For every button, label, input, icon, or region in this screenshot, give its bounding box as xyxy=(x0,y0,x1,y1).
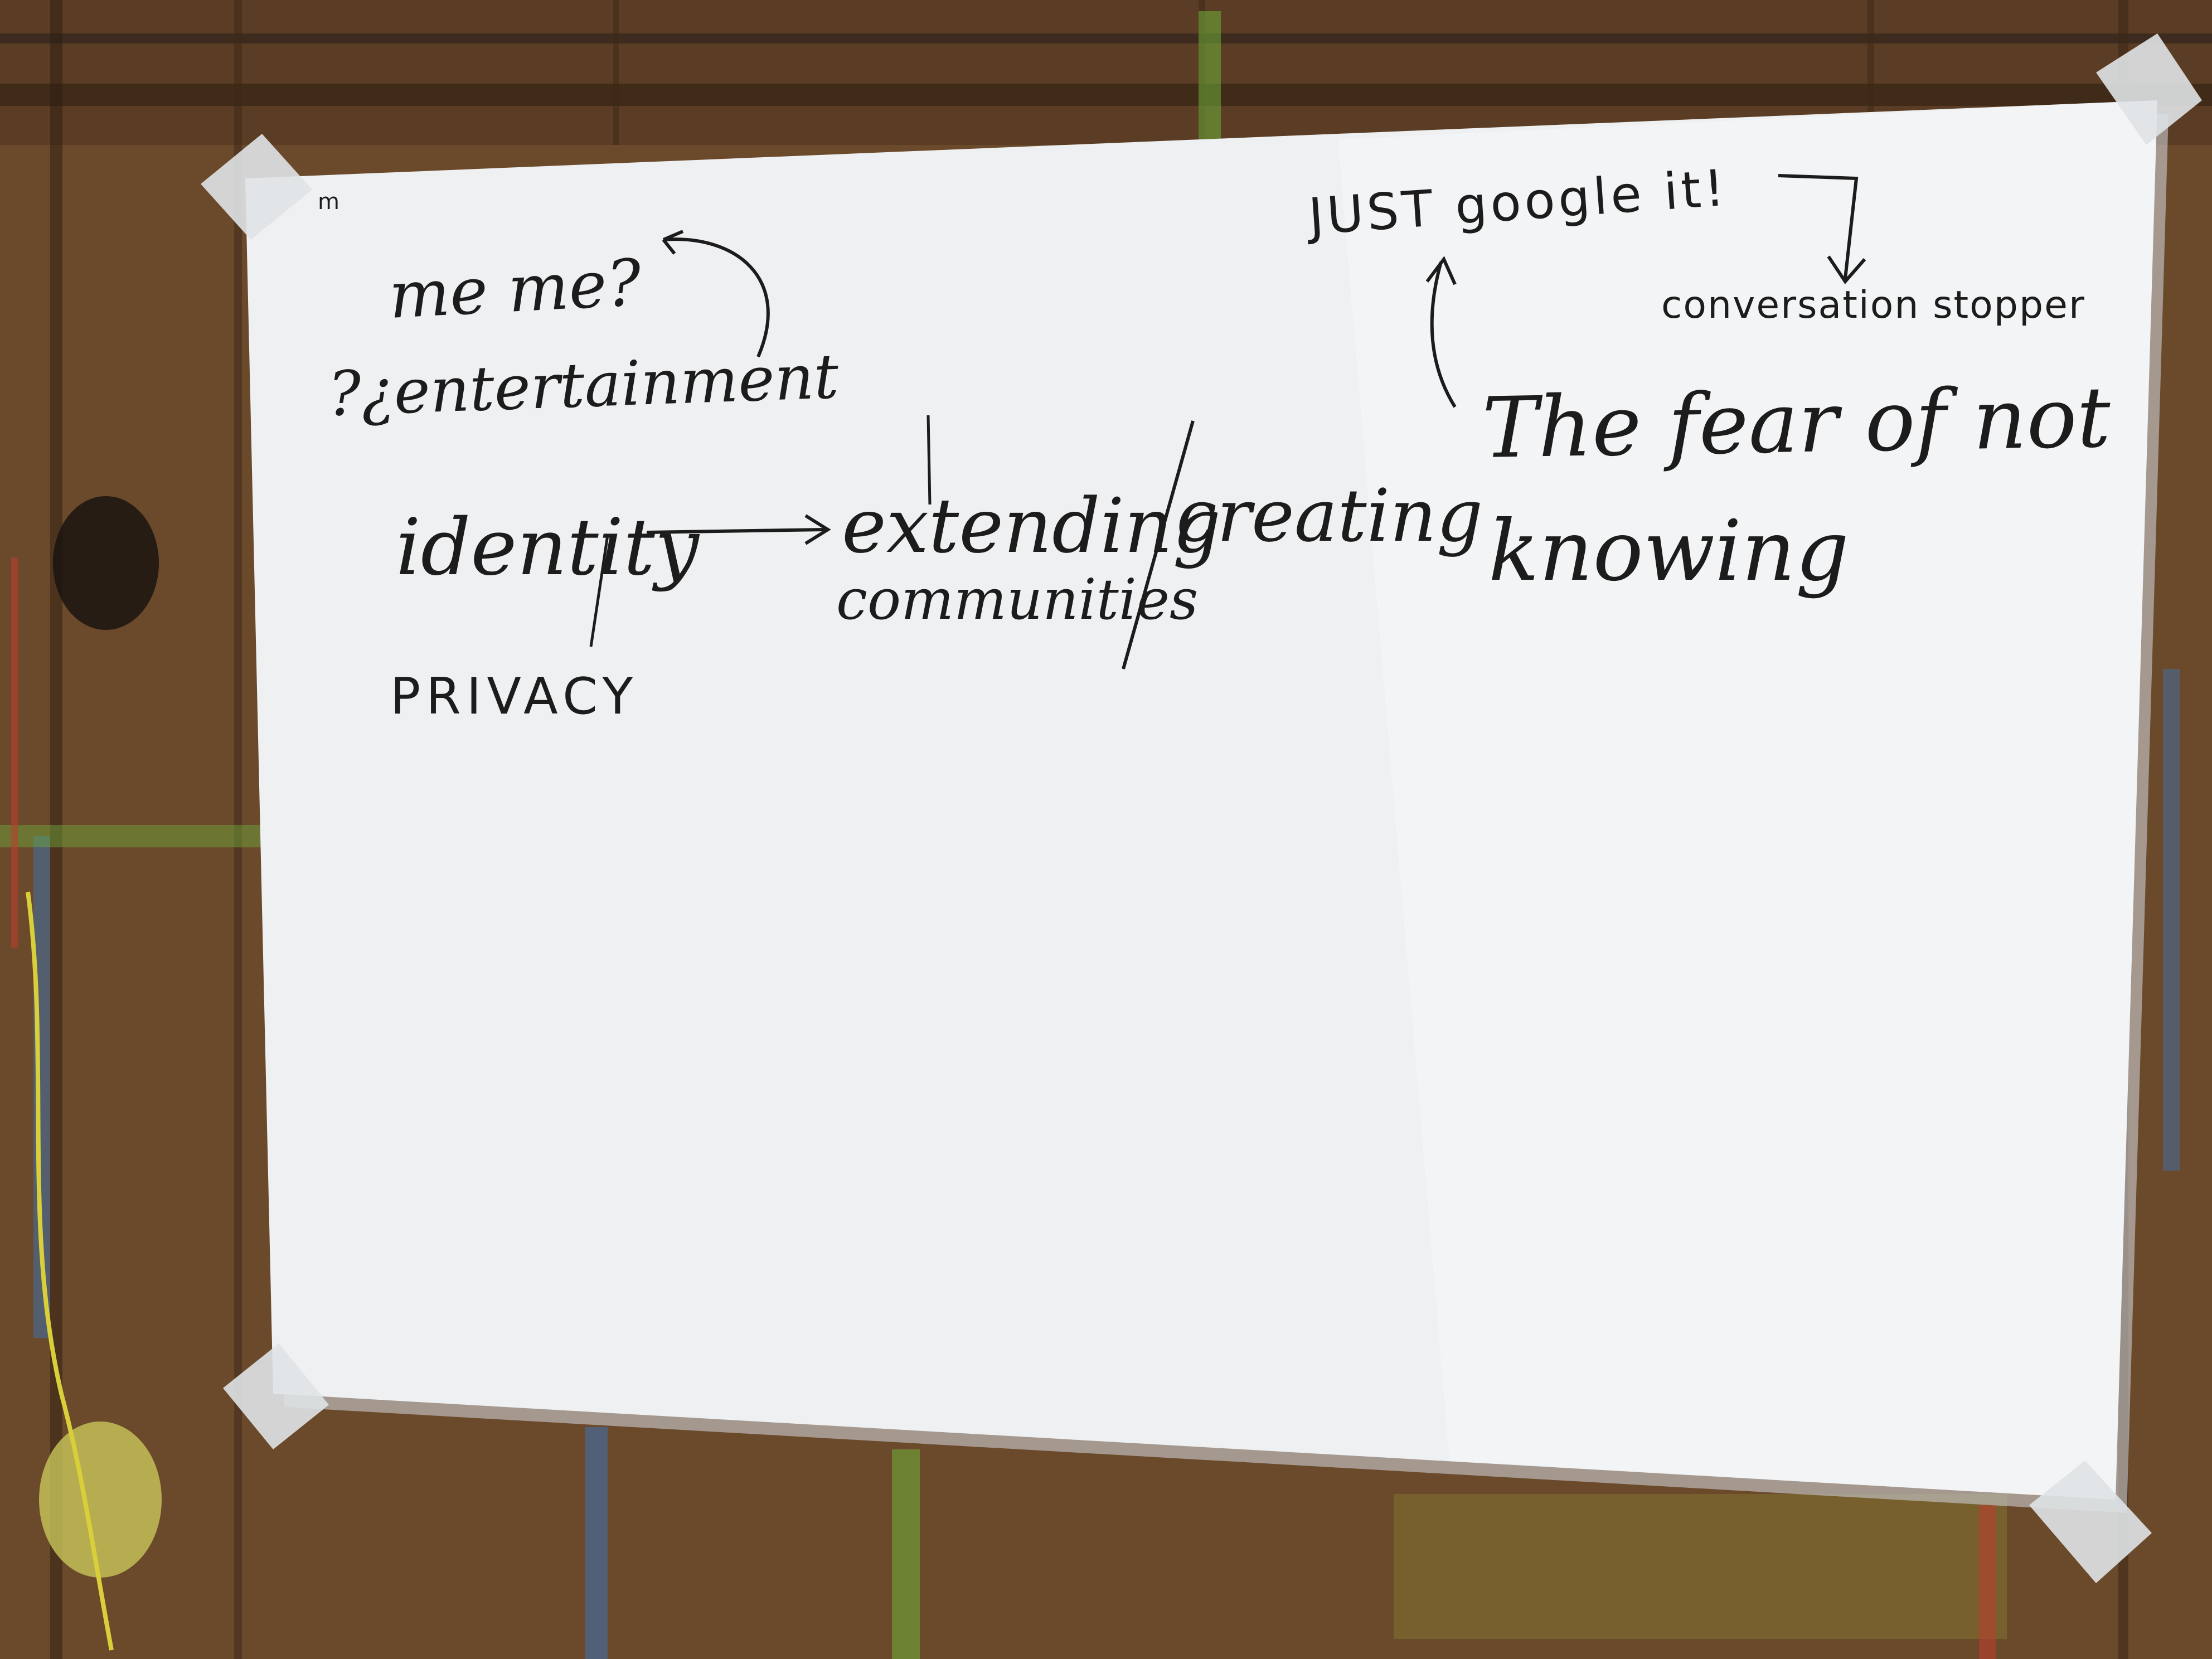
slash-creating xyxy=(1122,420,1195,670)
note-privacy: PRIVACY xyxy=(390,667,638,726)
note-extending: extending xyxy=(842,482,1221,570)
arrow-google-stopper xyxy=(1778,174,1866,284)
arrow-meme-curve xyxy=(662,230,770,358)
note-conversation-stopper: conversation stopper xyxy=(1661,283,2085,327)
extending-tick xyxy=(926,415,932,505)
arrow-identity-extending xyxy=(646,514,831,545)
paper-sheet xyxy=(245,100,2169,1513)
note-fear-line2: knowing xyxy=(1488,503,1849,600)
identity-underline-stroke xyxy=(589,535,609,647)
note-identity: identity xyxy=(396,502,700,593)
note-entertainment: ?¿entertainment xyxy=(327,341,840,430)
tape-pieces xyxy=(201,33,2202,1583)
note-tiny-mark: m xyxy=(318,189,339,215)
arrow-fear-google xyxy=(1425,256,1457,408)
note-meme: me me? xyxy=(387,245,643,333)
note-fear-line1: The fear of not xyxy=(1482,369,2112,477)
note-creating: creating xyxy=(1176,473,1483,558)
